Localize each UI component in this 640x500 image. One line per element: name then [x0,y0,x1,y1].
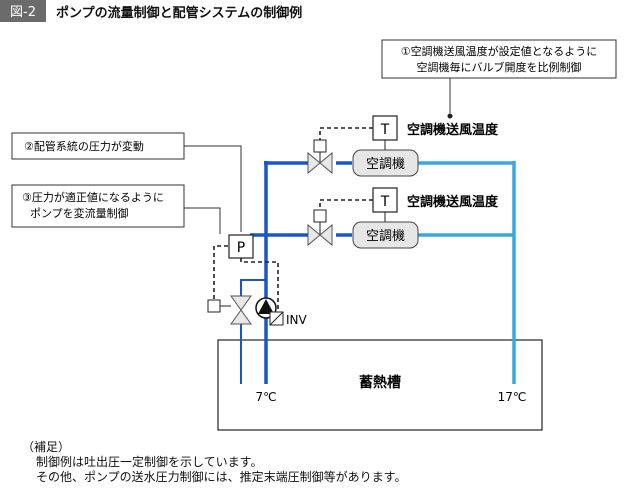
callout-pump-control-leader [184,207,221,234]
pressure-sensor-box [228,234,254,259]
tank-supply-temp: 7℃ [255,390,276,404]
supply-piping [250,161,352,384]
pressure-sensor-symbol: P [237,240,245,256]
return-piping [418,161,516,384]
upper-temp-sensor-label: 空調機送風温度 [407,122,499,138]
inverter-label: INV [286,313,308,327]
callout-valve-control-line1: ①空調機送風温度が設定値となるように [401,44,598,58]
figure-label: 図-2 [10,5,36,20]
upper-ahu [352,149,419,177]
bypass-valve [230,295,252,325]
callout-pressure-change-box [11,132,185,160]
tank-label: 蓄熱槽 [359,374,401,391]
callout-pump-control-line2: ポンプを変流量制御 [30,206,129,220]
lower-control-valve [307,223,333,247]
lower-ahu-label: 空調機 [366,229,405,244]
callout-pump-control-box [11,184,185,228]
lower-ahu-group: T 空調機送風温度 空調機 [307,187,499,249]
inverter-slash [269,311,284,326]
bypass-valve-actuator [207,299,221,313]
storage-tank [217,339,543,431]
signal-lower [319,199,373,210]
callout-valve-control-line2: 空調機毎にバルブ開度を比例制御 [417,60,582,74]
footnote-heading: （補足） [22,440,71,454]
signal-pump [240,258,279,318]
signal-upper [319,127,373,140]
upper-ahu-group: T 空調機送風温度 空調機 [307,115,499,177]
lower-ahu [352,221,419,249]
footnote-line-1: 制御例は吐出圧一定制御を示しています。 [36,455,263,469]
callout-valve-control-dot [447,113,453,119]
figure-label-box [0,0,46,22]
upper-ahu-label: 空調機 [366,157,405,172]
callout-pressure-change-text: ②配管系統の圧力が変動 [24,139,144,153]
bypass-pipe [240,279,266,296]
lower-valve-actuator [313,209,327,223]
footnote: （補足） 制御例は吐出圧一定制御を示しています。 その他、ポンプの送水圧力制御に… [22,440,406,485]
tank-return-temp: 17℃ [498,390,527,404]
callout-valve-control-box [381,39,617,79]
upper-control-valve [307,151,333,175]
upper-temp-sensor-box [372,115,398,141]
footnote-line-2: その他、ポンプの送水圧力制御には、推定末端圧制御等があります。 [36,470,407,484]
callout-pump-control-line1: ③圧力が適正値になるように [22,190,164,204]
lower-temp-sensor-symbol: T [380,194,390,210]
pump-arrow [258,299,274,314]
callout-pressure-change-leader [184,145,242,232]
upper-temp-sensor-symbol: T [380,122,390,138]
figure-title: ポンプの流量制御と配管システムの制御例 [56,5,302,21]
signal-bypass [213,245,228,300]
lower-temp-sensor-label: 空調機送風温度 [407,194,499,210]
upper-valve-actuator [313,139,327,153]
control-signal-lines [213,127,373,318]
